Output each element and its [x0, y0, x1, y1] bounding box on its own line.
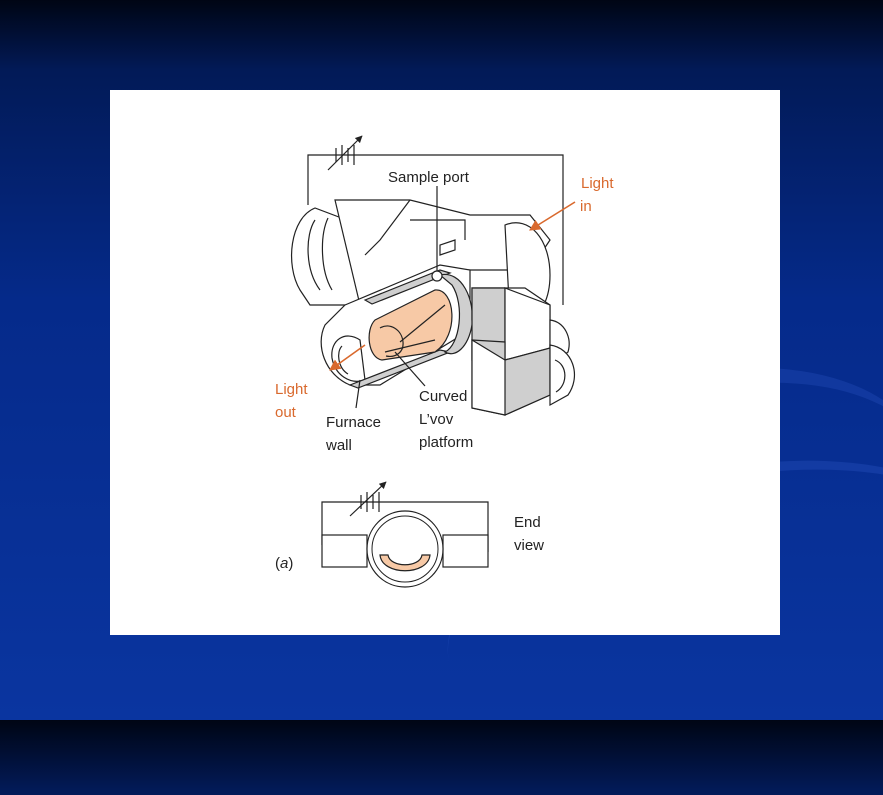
- light-out-arrow: [329, 344, 366, 371]
- label-platform-1: Curved: [419, 388, 467, 405]
- graphite-furnace-diagram: Sample port Light in Light out Furnace w…: [275, 135, 614, 588]
- label-end-view-2: view: [514, 537, 544, 554]
- label-sample-port: Sample port: [388, 169, 470, 186]
- furnace-body: [290, 199, 551, 389]
- lvov-platform: [368, 289, 453, 361]
- label-end-view-1: End: [514, 514, 541, 531]
- light-path: [329, 201, 576, 371]
- label-furnace-wall-1: Furnace: [326, 414, 381, 431]
- end-view-diagram: [321, 481, 489, 588]
- label-platform-2: L’vov: [419, 411, 454, 428]
- label-light-in-2: in: [580, 198, 592, 215]
- figure-panel: Sample port Light in Light out Furnace w…: [110, 90, 780, 635]
- label-platform-3: platform: [419, 434, 473, 451]
- light-in-arrow: [529, 201, 576, 231]
- right-electrode: [471, 287, 576, 416]
- label-light-out-1: Light: [275, 381, 308, 398]
- leader-lines: [355, 351, 426, 409]
- sample-port-marker: [431, 186, 443, 282]
- power-circuit-top: [307, 135, 564, 305]
- panel-label: (a): [275, 555, 293, 572]
- end-view-power-supply-icon: [349, 481, 387, 517]
- variable-power-supply-icon: [327, 135, 363, 171]
- label-light-out-2: out: [275, 404, 297, 421]
- label-furnace-wall-2: wall: [325, 437, 352, 454]
- label-light-in-1: Light: [581, 175, 614, 192]
